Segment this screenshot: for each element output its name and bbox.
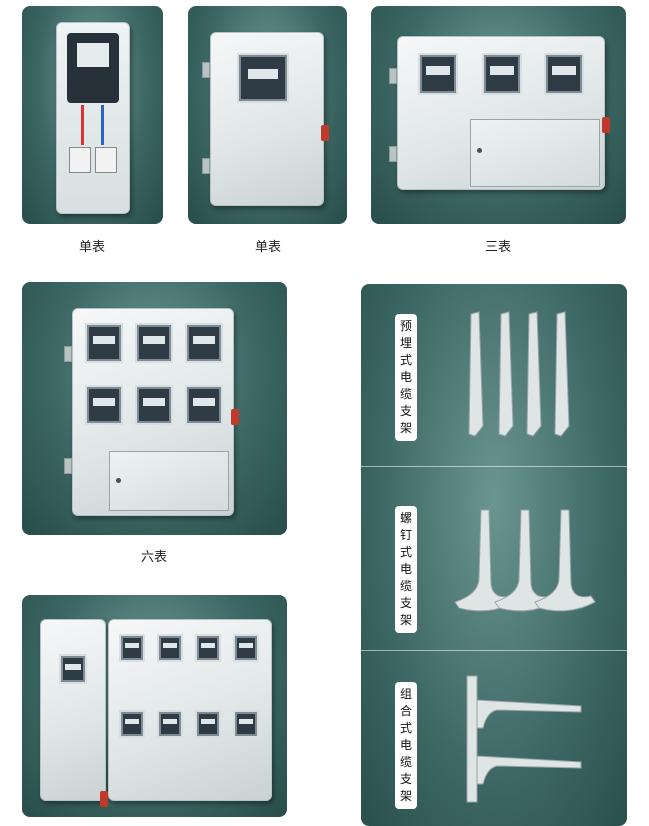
caption-three-meter: 三表	[484, 240, 511, 255]
left-panel-box	[40, 619, 106, 801]
breaker-left	[69, 147, 91, 173]
meter-window	[482, 53, 522, 95]
three-meter-image	[371, 6, 626, 224]
breaker-right	[95, 147, 117, 173]
meter-window	[185, 385, 223, 425]
six-meter-image	[22, 282, 287, 535]
padlock-icon	[100, 791, 108, 807]
hinge-icon	[202, 158, 210, 174]
embedded-bracket-image	[468, 311, 570, 437]
meter-window	[195, 634, 221, 662]
embedded-bracket-label: 预埋式电缆支架	[395, 314, 417, 441]
combined-bracket-image	[466, 675, 582, 803]
six-meter-box	[72, 308, 239, 516]
door-knob	[116, 478, 121, 483]
meter-window	[85, 385, 123, 425]
blue-wire	[101, 105, 104, 145]
hinge-icon	[64, 458, 72, 474]
screw-bracket-label: 螺钉式电缆支架	[395, 506, 417, 633]
three-meter-box	[397, 36, 610, 190]
meter-window	[59, 654, 87, 684]
section-divider	[361, 650, 627, 651]
red-wire	[81, 105, 84, 145]
open-meter-box	[56, 22, 130, 214]
hinge-icon	[389, 68, 397, 84]
meter-window	[418, 53, 458, 95]
screw-bracket-image	[454, 509, 596, 612]
single-meter-closed-image	[188, 6, 347, 224]
caption-single-meter-1: 单表	[78, 240, 105, 255]
meter-window	[119, 634, 145, 662]
hinge-icon	[389, 146, 397, 162]
section-divider	[361, 466, 627, 467]
door-knob	[477, 148, 482, 153]
padlock-icon	[321, 125, 329, 141]
meter-window	[185, 323, 223, 363]
meter-window	[233, 710, 259, 738]
hinge-icon	[64, 346, 72, 362]
meter-window	[85, 323, 123, 363]
combined-bracket-label: 组合式电缆支架	[395, 682, 417, 809]
meter-window	[157, 634, 183, 662]
caption-single-meter-2: 单表	[254, 240, 281, 255]
lower-door	[470, 119, 600, 187]
meter-window	[135, 323, 173, 363]
meter-unit	[67, 33, 119, 103]
padlock-icon	[231, 409, 239, 425]
closed-meter-box	[210, 32, 329, 206]
meter-window	[233, 634, 259, 662]
meter-window	[135, 385, 173, 425]
meter-window	[237, 53, 289, 103]
padlock-icon	[602, 117, 610, 133]
cable-bracket-panel: 预埋式电缆支架 螺钉式电缆支架 组合式电缆支架	[361, 284, 627, 826]
caption-six-meter: 六表	[140, 550, 167, 565]
nine-meter-image	[22, 595, 287, 817]
meter-window	[157, 710, 183, 738]
hinge-icon	[202, 62, 210, 78]
meter-window	[544, 53, 584, 95]
meter-window	[119, 710, 145, 738]
single-meter-open-image	[22, 6, 163, 224]
right-panel-box	[108, 619, 272, 801]
lower-door	[109, 451, 229, 511]
meter-window	[195, 710, 221, 738]
